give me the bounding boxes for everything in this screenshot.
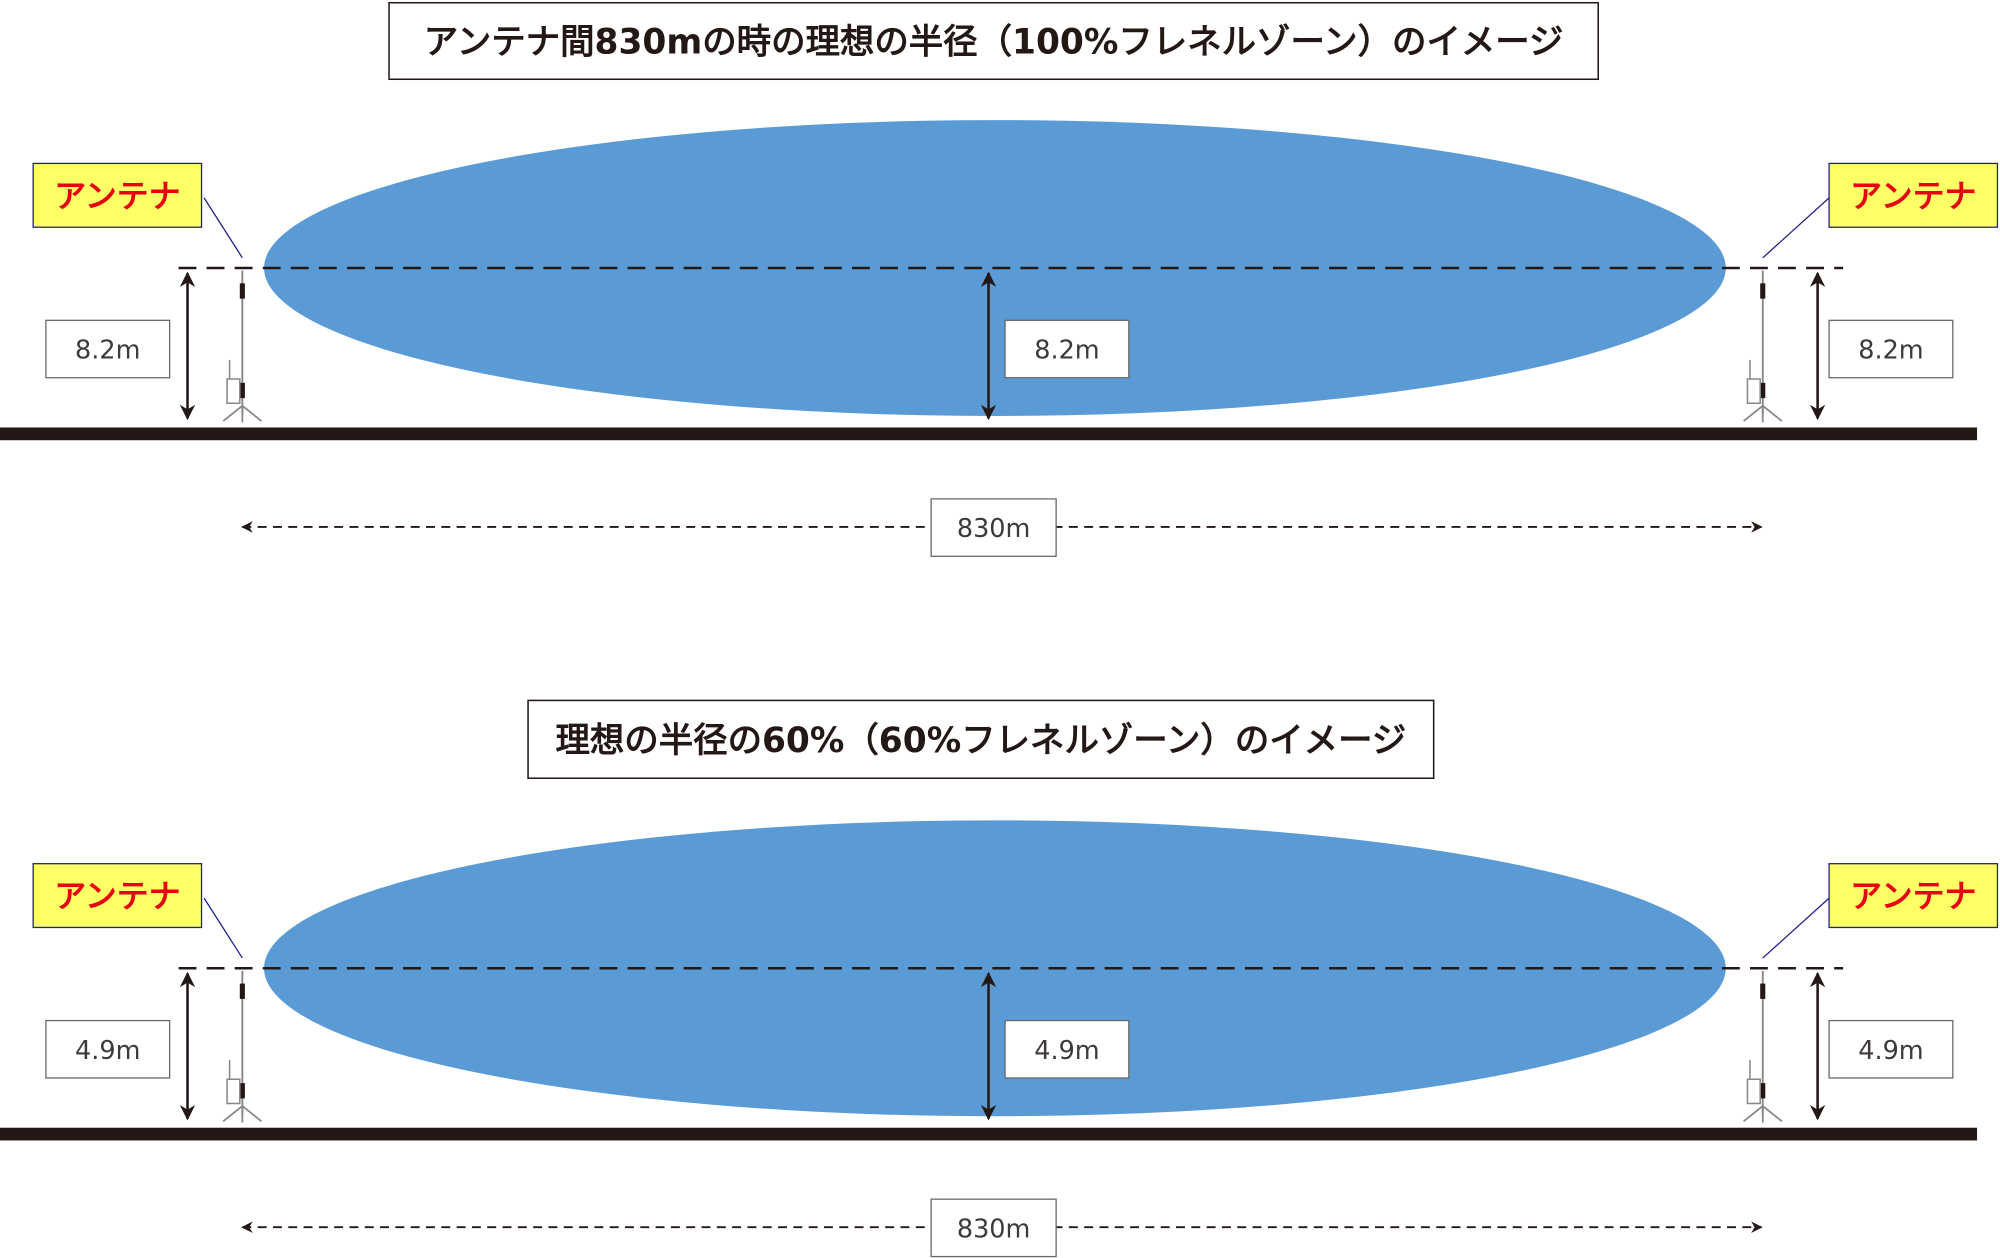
- distance-label: 830m: [957, 514, 1031, 544]
- distance-label-box: [930, 498, 1057, 557]
- antenna-label-box: [1828, 162, 1999, 228]
- antenna-label-box: [1828, 863, 1999, 929]
- antenna-label-box: [32, 863, 203, 929]
- height-label: 4.9m: [1034, 1036, 1099, 1066]
- antenna-label: アンテナ: [54, 877, 180, 915]
- radio-unit: [226, 1078, 241, 1105]
- antenna-element: [1760, 283, 1766, 299]
- panel-title: 理想の半径の60%（60%フレネルゾーン）のイメージ: [555, 721, 1406, 761]
- radio-unit: [1746, 1078, 1761, 1105]
- tripod: [1743, 1104, 1783, 1123]
- tripod: [222, 404, 263, 423]
- antenna-right: アンテナ: [1743, 162, 1999, 423]
- leader-line: [1762, 197, 1830, 259]
- antenna-element: [1760, 983, 1766, 999]
- height-label-box: [45, 319, 171, 379]
- antenna-left: アンテナ: [32, 863, 263, 1123]
- height-label: 4.9m: [75, 1036, 140, 1066]
- height-label-box: [45, 1019, 171, 1079]
- antenna-mount: [1760, 382, 1766, 399]
- tripod: [222, 1104, 263, 1123]
- leader-line: [203, 897, 243, 959]
- distance-label: 830m: [957, 1214, 1031, 1244]
- height-label: 8.2m: [1858, 336, 1923, 366]
- height-label-box: [1004, 319, 1130, 379]
- distance-label-box: [930, 1198, 1057, 1258]
- ground: [0, 427, 1978, 441]
- panel-title-box: [527, 699, 1435, 780]
- antenna-element: [239, 283, 245, 299]
- leader-line: [1762, 897, 1830, 959]
- radio-unit: [226, 378, 241, 405]
- panel-title-group: アンテナ間830mの時の理想の半径（100%フレネルゾーン）のイメージ: [388, 1, 1599, 81]
- antenna-label: アンテナ: [1850, 177, 1976, 215]
- antenna-label-box: [32, 162, 203, 228]
- antenna-mount: [239, 382, 245, 399]
- height-label-box: [1004, 1019, 1130, 1079]
- panel-title-box: [388, 1, 1599, 81]
- height-label-box: [1828, 1019, 1954, 1079]
- antenna-right: アンテナ: [1743, 863, 1999, 1123]
- antenna-left: アンテナ: [32, 162, 263, 423]
- height-label: 8.2m: [75, 336, 140, 366]
- radio-unit: [1746, 378, 1761, 405]
- height-label: 8.2m: [1034, 336, 1099, 366]
- panel-title-group: 理想の半径の60%（60%フレネルゾーン）のイメージ: [527, 699, 1435, 780]
- antenna-label: アンテナ: [54, 177, 180, 215]
- tripod: [1743, 404, 1783, 423]
- antenna-label: アンテナ: [1850, 877, 1976, 915]
- height-label: 4.9m: [1858, 1036, 1923, 1066]
- ground: [0, 1127, 1978, 1141]
- panel-title: アンテナ間830mの時の理想の半径（100%フレネルゾーン）のイメージ: [424, 23, 1564, 63]
- antenna-element: [239, 983, 245, 999]
- antenna-mount: [239, 1083, 245, 1099]
- leader-line: [203, 197, 243, 259]
- height-label-box: [1828, 319, 1954, 379]
- antenna-mount: [1760, 1083, 1766, 1099]
